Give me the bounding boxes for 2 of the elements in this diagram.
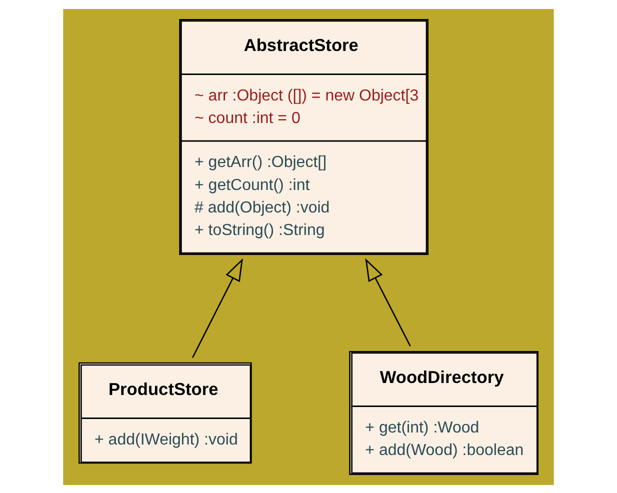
arrow [192,258,243,358]
arrow [365,258,411,346]
